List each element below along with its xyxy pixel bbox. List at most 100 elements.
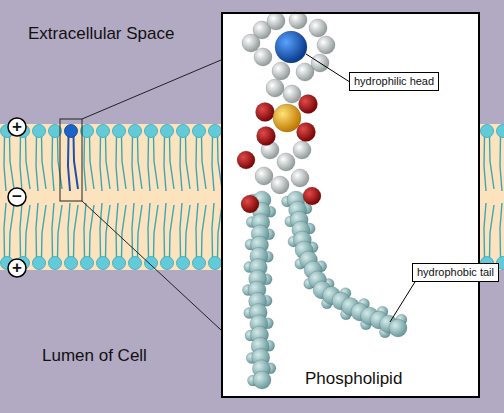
lipid-tail bbox=[106, 136, 111, 189]
oxygen-atom bbox=[297, 123, 316, 142]
lipid-tail bbox=[68, 203, 70, 258]
lipid-tail bbox=[26, 136, 31, 189]
lipid-tail bbox=[10, 205, 15, 258]
oxygen-atom bbox=[299, 95, 318, 114]
hydrogen-atom bbox=[242, 34, 260, 52]
lipid-tail bbox=[164, 203, 166, 258]
lipid-tail bbox=[90, 205, 95, 258]
zoom-frame bbox=[60, 119, 82, 201]
charge-circle-outline bbox=[8, 259, 26, 277]
inset-title: Phospholipid bbox=[305, 369, 402, 389]
nitrogen-atom bbox=[275, 31, 307, 63]
lipid-tail bbox=[116, 136, 118, 191]
lipid-tail bbox=[180, 203, 182, 258]
lipid-tail bbox=[42, 136, 47, 189]
hydrogen-atom bbox=[267, 12, 285, 30]
lipid-tail bbox=[20, 203, 22, 258]
lipid-head bbox=[193, 125, 206, 138]
oxygen-atom bbox=[257, 127, 276, 146]
lipid-head bbox=[129, 125, 142, 138]
lipid-head bbox=[145, 257, 158, 270]
lipid-tail bbox=[202, 136, 207, 189]
lipid-tail bbox=[106, 205, 111, 258]
callout-box: hydrophilic head bbox=[349, 72, 439, 91]
lipid-head bbox=[33, 125, 46, 138]
lipid-tail bbox=[170, 136, 175, 189]
lipid-tail bbox=[10, 136, 15, 189]
lipid-tail bbox=[148, 136, 150, 191]
charge-circle-outline bbox=[8, 188, 26, 206]
oxygen-atom bbox=[237, 151, 255, 169]
charge-sign: − bbox=[7, 187, 27, 206]
glycerol-atom bbox=[255, 167, 273, 185]
lipid-tail bbox=[212, 203, 214, 258]
lipid-tail bbox=[484, 203, 486, 258]
lipid-tail bbox=[148, 203, 150, 258]
lipid-head bbox=[97, 125, 110, 138]
lipid-head bbox=[209, 257, 222, 270]
lipid-tail bbox=[170, 205, 175, 258]
carbon-atom bbox=[253, 371, 271, 389]
lipid-tail bbox=[36, 136, 38, 191]
hydrogen-atom bbox=[309, 19, 327, 37]
hydrogen-atom bbox=[317, 36, 335, 54]
charge-symbol: − bbox=[7, 187, 27, 207]
lipid-head bbox=[177, 125, 190, 138]
lipid-head bbox=[497, 125, 504, 138]
lipid-tail bbox=[154, 136, 159, 189]
lipid-tail bbox=[186, 136, 191, 189]
region-label: Extracellular Space bbox=[28, 24, 174, 44]
hydrogen-atom bbox=[254, 48, 272, 66]
lipid-tail bbox=[490, 136, 495, 189]
callout-label: hydrophilic head bbox=[354, 75, 434, 88]
charge-sign: + bbox=[7, 258, 27, 277]
lipid-tail bbox=[26, 205, 31, 258]
phospholipid-molecule bbox=[237, 11, 407, 389]
lipid-head bbox=[81, 257, 94, 270]
hydrogen-atom bbox=[272, 62, 290, 80]
lipid-tail bbox=[138, 205, 143, 258]
lipid-tail bbox=[90, 136, 95, 189]
region-label-box: Lumen of Cell bbox=[42, 346, 147, 366]
lipid-tail bbox=[180, 136, 182, 191]
lipid-tail bbox=[500, 203, 502, 258]
carbon-atom bbox=[389, 319, 407, 337]
oxygen-atom bbox=[303, 187, 321, 205]
lipid-tail bbox=[36, 203, 38, 258]
lipid-tail bbox=[500, 136, 502, 191]
charge-symbol: + bbox=[7, 258, 27, 278]
region-label: Lumen of Cell bbox=[42, 346, 147, 366]
charge-sign: + bbox=[7, 117, 27, 136]
oxygen-atom bbox=[256, 103, 275, 122]
zoom-line bbox=[82, 60, 221, 119]
lipid-tail bbox=[74, 205, 79, 258]
linker-atom bbox=[266, 79, 284, 97]
lipid-tail bbox=[132, 136, 134, 191]
glycerol-atom bbox=[293, 141, 311, 159]
lipid-tail bbox=[100, 203, 102, 258]
lipid-tail bbox=[100, 136, 102, 191]
lipid-head bbox=[97, 257, 110, 270]
lipid-tail bbox=[138, 136, 143, 189]
lipid-tail bbox=[42, 205, 47, 258]
lipid-head bbox=[65, 257, 78, 270]
lipid-tail bbox=[164, 136, 166, 191]
lipid-head bbox=[113, 125, 126, 138]
lipid-tail bbox=[4, 203, 6, 258]
glycerol-atom bbox=[291, 169, 309, 187]
lipid-tail bbox=[212, 136, 214, 191]
inset-frame: Phospholipidhydrophilic headhydrophobic … bbox=[221, 12, 480, 398]
glycerol-atom bbox=[271, 176, 289, 194]
lipid-tail bbox=[84, 136, 86, 191]
lipid-tail bbox=[20, 136, 22, 191]
lipid-head bbox=[33, 257, 46, 270]
hydrogen-atom bbox=[296, 63, 314, 81]
lipid-head bbox=[49, 257, 62, 270]
linker-atom bbox=[283, 85, 301, 103]
highlighted-lipid-head bbox=[65, 125, 78, 138]
lipid-tail bbox=[122, 136, 127, 189]
lipid-tail bbox=[74, 136, 79, 189]
charge-circle-outline bbox=[8, 118, 26, 136]
lipid-tail bbox=[122, 205, 127, 258]
